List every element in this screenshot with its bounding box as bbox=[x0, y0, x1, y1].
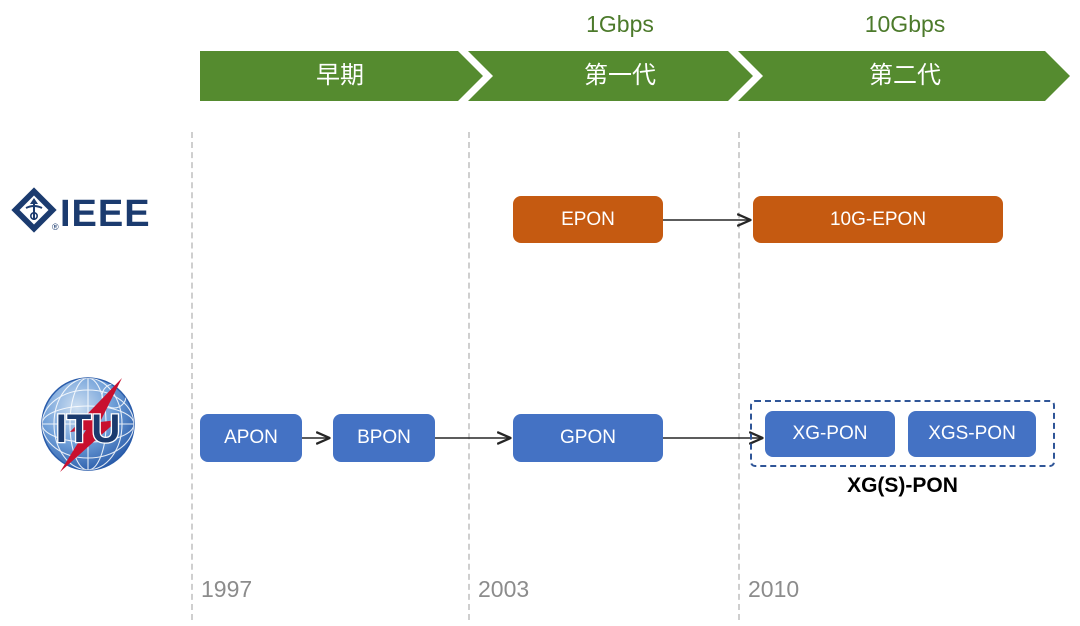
node-10g-epon[interactable]: 10G-EPON bbox=[753, 196, 1003, 243]
svg-text:ITU: ITU bbox=[56, 407, 120, 451]
banner-segment-gen1 bbox=[468, 51, 753, 101]
year-label-2003: 2003 bbox=[478, 576, 530, 602]
node-epon[interactable]: EPON bbox=[513, 196, 663, 243]
generation-banner bbox=[200, 51, 1070, 101]
xgs-pon-group-box bbox=[750, 400, 1055, 467]
year-label-2010: 2010 bbox=[748, 576, 800, 602]
xgs-pon-group-caption: XG(S)-PON bbox=[847, 474, 958, 497]
ieee-logo-icon: ® IEEE bbox=[8, 186, 168, 248]
rate-label-1gbps: 1Gbps bbox=[586, 11, 654, 37]
era-guide-2003 bbox=[468, 132, 470, 620]
node-bpon[interactable]: BPON bbox=[333, 414, 435, 462]
era-guide-2010 bbox=[738, 132, 740, 620]
banner-label-gen1: 第一代 bbox=[584, 62, 656, 89]
banner-segment-early bbox=[200, 51, 483, 101]
node-xg-pon[interactable]: XG-PON bbox=[765, 411, 895, 457]
svg-text:®: ® bbox=[52, 222, 59, 232]
itu-globe-logo-icon: ITU bbox=[26, 360, 150, 484]
year-label-1997: 1997 bbox=[201, 576, 253, 602]
node-xgs-pon[interactable]: XGS-PON bbox=[908, 411, 1036, 457]
node-gpon[interactable]: GPON bbox=[513, 414, 663, 462]
rate-label-10gbps: 10Gbps bbox=[864, 11, 946, 37]
banner-label-gen2: 第二代 bbox=[869, 62, 941, 89]
node-apon[interactable]: APON bbox=[200, 414, 302, 462]
banner-segment-gen2 bbox=[738, 51, 1070, 101]
banner-label-early: 早期 bbox=[316, 62, 364, 89]
era-guide-1997 bbox=[191, 132, 193, 620]
svg-text:IEEE: IEEE bbox=[60, 193, 151, 235]
